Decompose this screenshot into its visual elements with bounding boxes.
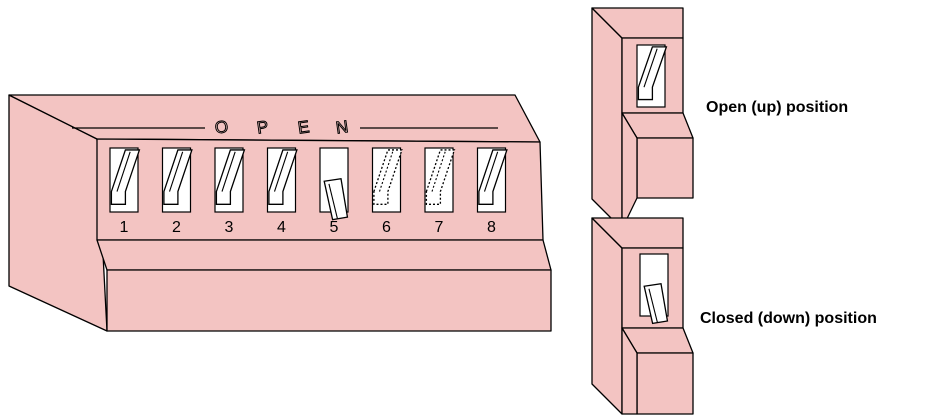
open-letter-n: N: [335, 117, 350, 138]
switch-number-1: 1: [120, 219, 129, 236]
block-front-lower: [107, 270, 551, 331]
block-top-face: [9, 95, 540, 142]
block-step-face: [97, 240, 551, 270]
detail-open-caption: Open (up) position: [706, 99, 848, 116]
switch-number-3: 3: [225, 219, 234, 236]
detail-open-side: [592, 8, 622, 229]
switch-number-4: 4: [277, 219, 286, 236]
switch-number-8: 8: [487, 219, 496, 236]
dip-switch-block: [9, 95, 551, 331]
open-letter-o: O: [214, 117, 230, 138]
detail-closed-lower: [637, 353, 693, 414]
switch-number-6: 6: [382, 219, 391, 236]
detail-closed-caption: Closed (down) position: [700, 310, 877, 327]
detail-open-lower: [637, 138, 693, 198]
detail-closed-side: [592, 218, 622, 414]
switch-number-5: 5: [330, 219, 339, 236]
detail-open-switch: [637, 45, 666, 107]
detail-open: [592, 8, 693, 229]
switch-number-2: 2: [172, 219, 181, 236]
switch-number-7: 7: [435, 219, 444, 236]
detail-closed-switch: [640, 254, 668, 323]
